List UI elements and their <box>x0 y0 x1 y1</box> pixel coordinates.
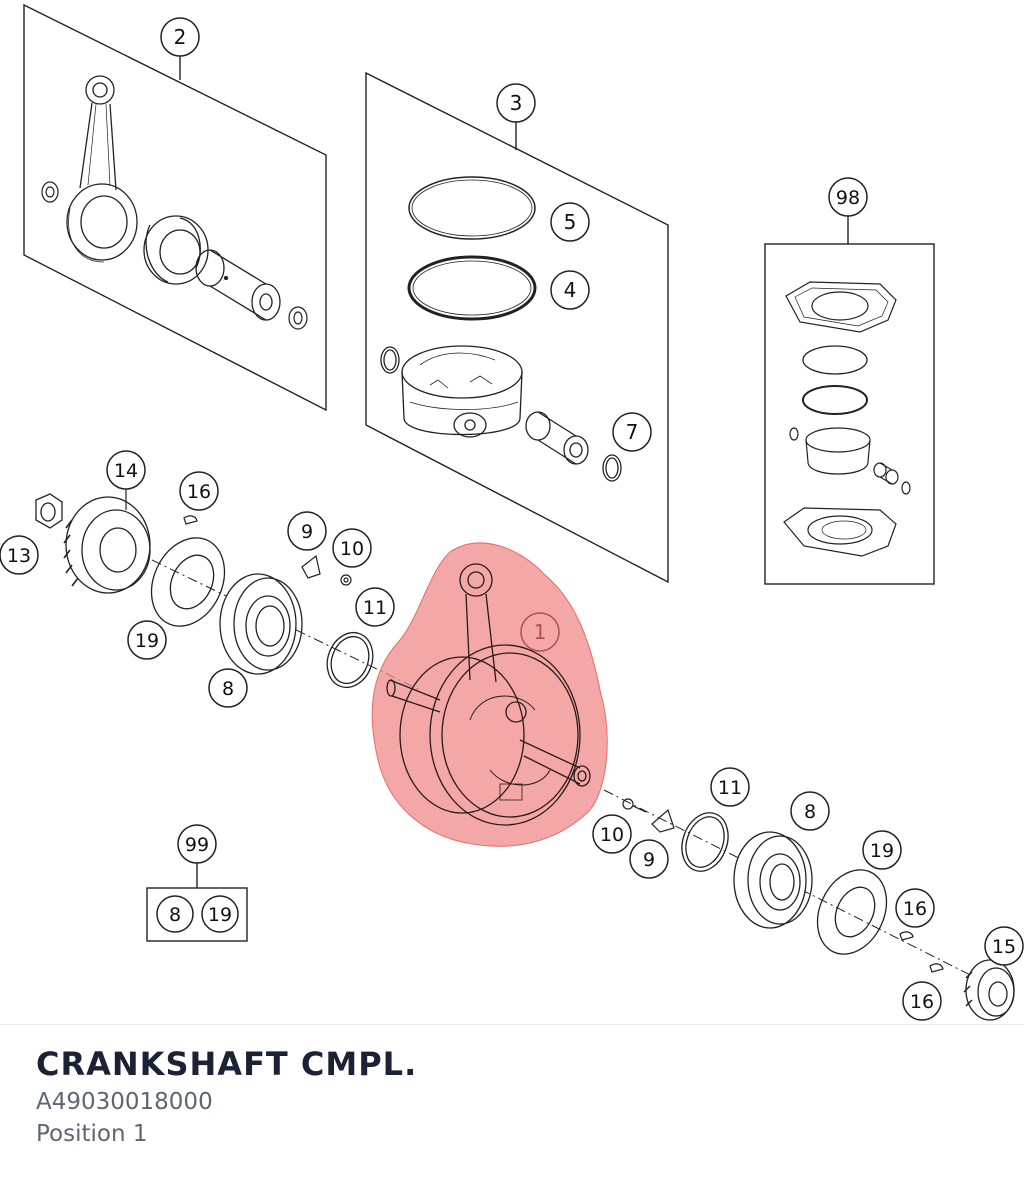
svg-text:7: 7 <box>626 420 639 444</box>
connecting-rod-kit-group[interactable]: 2 <box>23 3 327 412</box>
section-divider <box>0 1024 1024 1025</box>
piston-pin-drawing <box>525 411 589 465</box>
callout-2[interactable]: 2 <box>160 17 200 57</box>
nut-13-drawing[interactable] <box>35 493 63 529</box>
callout-10-right[interactable]: 10 <box>592 814 632 854</box>
crank-pin-drawing <box>195 249 281 321</box>
part-info: CRANKSHAFT CMPL. A49030018000 Position 1 <box>36 1044 996 1150</box>
piston-ring-top-drawing <box>408 176 536 240</box>
callout-11-left[interactable]: 11 <box>355 587 395 627</box>
base-gasket-drawing <box>783 507 897 557</box>
callout-label: 2 <box>174 25 187 49</box>
callout-11-right[interactable]: 11 <box>710 767 750 807</box>
svg-text:1: 1 <box>534 620 547 644</box>
gasket-rings-drawing <box>802 345 868 415</box>
key-16-right-upper-drawing[interactable] <box>899 931 914 941</box>
thrust-washer-drawing <box>41 181 308 330</box>
callout-1[interactable]: 1 <box>520 612 560 652</box>
piston-drawing <box>401 345 523 438</box>
callout-99[interactable]: 99 <box>177 824 217 864</box>
key-16-left-drawing[interactable] <box>183 515 198 525</box>
shim-19-left-drawing[interactable] <box>138 526 239 638</box>
gear-14-drawing[interactable] <box>63 496 151 594</box>
shim-19-right-drawing[interactable] <box>804 859 899 966</box>
crankshaft-drawing <box>386 563 591 826</box>
needle-bearing-drawing <box>143 215 209 285</box>
key-16-right-lower-drawing[interactable] <box>929 963 944 973</box>
callout-4[interactable]: 4 <box>550 270 590 310</box>
plate-9-right-drawing[interactable] <box>651 808 675 833</box>
crankshaft-assembly[interactable]: 1 <box>371 542 608 847</box>
callout-14[interactable]: 14 <box>106 450 146 510</box>
callout-99-item-8[interactable]: 8 <box>156 895 194 933</box>
svg-text:5: 5 <box>564 210 577 234</box>
part-number: A49030018000 <box>36 1089 213 1115</box>
part-name: CRANKSHAFT CMPL. <box>36 1045 418 1083</box>
svg-text:19: 19 <box>870 840 894 862</box>
svg-text:10: 10 <box>340 538 364 560</box>
bearing-8-right-drawing[interactable] <box>733 831 813 929</box>
callout-7[interactable]: 7 <box>612 412 652 452</box>
oring-11-left-drawing[interactable] <box>320 626 380 694</box>
callout-16-right-upper[interactable]: 16 <box>895 888 935 928</box>
piston-kit-group[interactable]: 3 5 4 7 <box>365 71 669 584</box>
callout-19-right[interactable]: 19 <box>862 830 902 870</box>
oring-11-right-drawing[interactable] <box>674 806 736 877</box>
svg-text:8: 8 <box>804 801 816 823</box>
screw-10-right-drawing[interactable] <box>622 798 647 813</box>
callout-8-right[interactable]: 8 <box>790 791 830 831</box>
callout-98[interactable]: 98 <box>828 177 868 217</box>
svg-text:16: 16 <box>910 991 934 1013</box>
piston-clip-drawing <box>380 346 622 482</box>
mini-piston-drawing <box>789 427 911 495</box>
callout-16-right-lower[interactable]: 16 <box>902 981 942 1021</box>
svg-text:9: 9 <box>643 849 655 871</box>
callout-19-left[interactable]: 19 <box>127 620 167 660</box>
svg-text:8: 8 <box>169 904 181 926</box>
svg-text:19: 19 <box>208 904 232 926</box>
gear-15-drawing[interactable] <box>963 959 1015 1021</box>
piston-ring-second-drawing <box>407 255 537 321</box>
callout-3[interactable]: 3 <box>496 83 536 123</box>
screw-10-left-drawing[interactable] <box>340 574 352 586</box>
bearing-set-99[interactable]: 99 8 19 <box>146 824 248 942</box>
svg-text:16: 16 <box>187 481 211 503</box>
exploded-parts-diagram: 2 <box>0 3 1024 1021</box>
callout-99-item-19[interactable]: 19 <box>201 895 239 933</box>
callout-9-left[interactable]: 9 <box>287 511 327 551</box>
callout-9-right[interactable]: 9 <box>629 839 669 879</box>
plate-9-left-drawing[interactable] <box>301 554 321 579</box>
head-gasket-drawing <box>785 281 897 333</box>
callout-5[interactable]: 5 <box>550 202 590 242</box>
gasket-set-group[interactable]: 98 <box>764 177 935 585</box>
callout-10-left[interactable]: 10 <box>332 528 372 568</box>
svg-text:99: 99 <box>185 834 209 856</box>
svg-text:13: 13 <box>7 545 31 567</box>
svg-text:8: 8 <box>222 678 234 700</box>
connecting-rod-drawing <box>66 75 138 263</box>
svg-text:19: 19 <box>135 630 159 652</box>
svg-text:98: 98 <box>836 187 860 209</box>
callout-13[interactable]: 13 <box>0 535 39 575</box>
svg-text:15: 15 <box>992 936 1016 958</box>
part-position: Position 1 <box>36 1121 148 1147</box>
svg-text:16: 16 <box>903 898 927 920</box>
svg-text:4: 4 <box>564 278 577 302</box>
svg-text:14: 14 <box>114 460 138 482</box>
bearing-8-left-drawing[interactable] <box>219 573 303 675</box>
callout-8-left[interactable]: 8 <box>208 668 248 708</box>
svg-text:3: 3 <box>510 91 523 115</box>
callout-16-top[interactable]: 16 <box>179 471 219 511</box>
svg-text:11: 11 <box>363 597 387 619</box>
svg-text:10: 10 <box>600 824 624 846</box>
svg-text:11: 11 <box>718 777 742 799</box>
svg-text:9: 9 <box>301 521 313 543</box>
crankshaft-highlight[interactable] <box>371 542 608 847</box>
callout-15[interactable]: 15 <box>984 926 1024 966</box>
